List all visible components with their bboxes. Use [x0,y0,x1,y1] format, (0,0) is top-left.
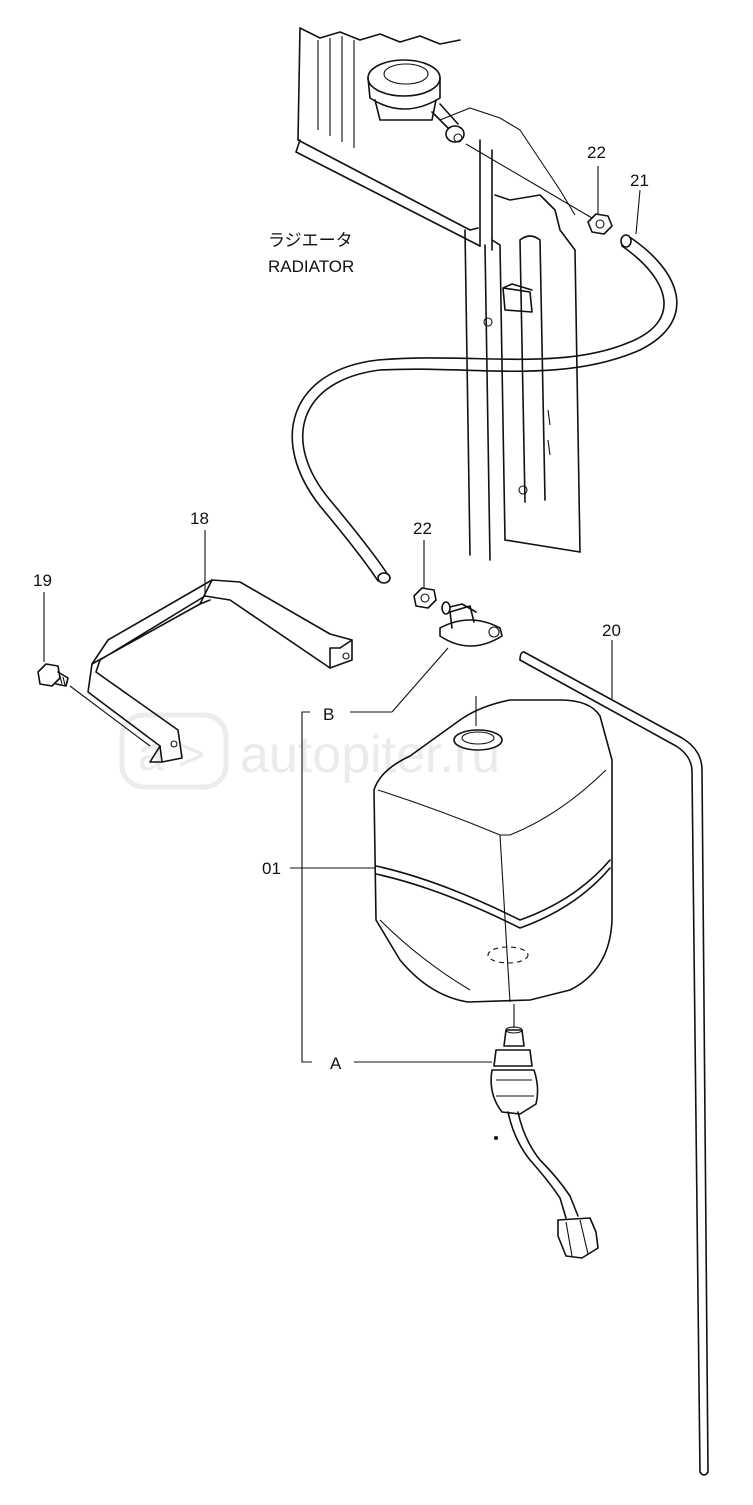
label-22-lower: 22 [413,519,432,538]
label-a: A [330,1054,342,1073]
part-19-bolt: 19 [33,571,151,747]
label-21: 21 [630,171,649,190]
part-18-bracket: 18 [87,509,353,763]
part-21-hose: 21 [291,171,678,584]
label-22-upper: 22 [587,143,606,162]
label-19: 19 [33,571,52,590]
part-22-upper: 22 [587,143,613,235]
part-01-tank: 01 [262,696,613,1003]
part-a-sensor: A [330,1004,599,1259]
svg-text:a: a [138,728,164,780]
label-b: B [323,705,334,724]
watermark: a > autopiter.ru [119,712,500,790]
part-22-lower: 22 [413,519,437,609]
radiator-label-jp: ラジエータ [268,231,353,250]
part-b-cap: B [323,601,503,724]
svg-text:>: > [178,728,205,780]
radiator-label-en: RADIATOR [268,257,354,276]
label-01: 01 [262,859,281,878]
label-20: 20 [602,621,621,640]
part-20-hose: 20 [519,621,709,1476]
label-18: 18 [190,509,209,528]
radiator [295,27,581,561]
